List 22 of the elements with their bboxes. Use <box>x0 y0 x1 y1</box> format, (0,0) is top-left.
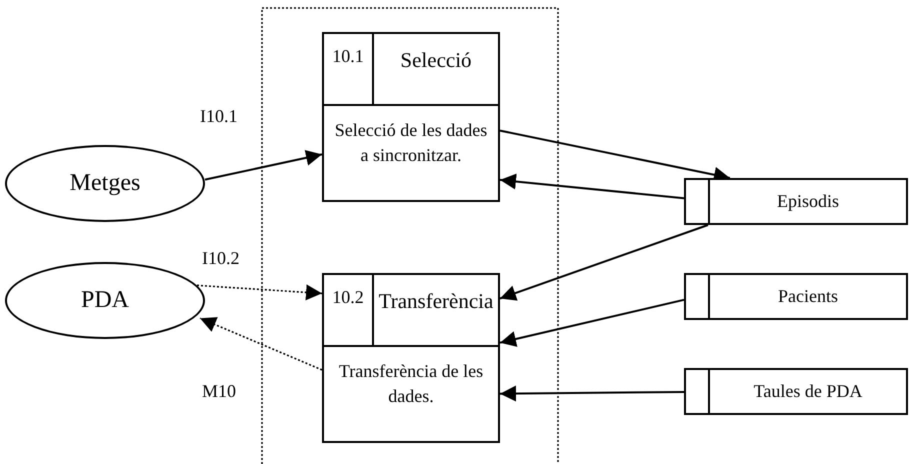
store-label: Pacients <box>777 285 839 308</box>
data-store <box>684 368 908 415</box>
data-store <box>684 273 908 320</box>
process-number: 10.1 <box>324 34 374 104</box>
process-title: Selecció <box>399 48 473 73</box>
arrow <box>500 298 684 347</box>
entity-label: Metges <box>70 170 140 197</box>
process-number: 10.2 <box>324 275 374 345</box>
process-title: Transferència <box>378 289 494 314</box>
data-store <box>684 178 908 225</box>
dotted-arrow <box>200 317 322 371</box>
store-label: Taules de PDA <box>752 380 864 403</box>
arrow <box>204 150 322 181</box>
process-box <box>322 273 500 443</box>
store-label: Episodis <box>776 190 840 213</box>
arrow <box>500 224 708 301</box>
process-box <box>322 32 500 202</box>
process-description: Selecció de les dades a sincronitzar. <box>334 119 488 168</box>
arrow <box>500 386 684 402</box>
entity-label: PDA <box>80 287 129 314</box>
arrow <box>500 174 684 200</box>
process-description: Transferència de les dades. <box>338 360 484 408</box>
